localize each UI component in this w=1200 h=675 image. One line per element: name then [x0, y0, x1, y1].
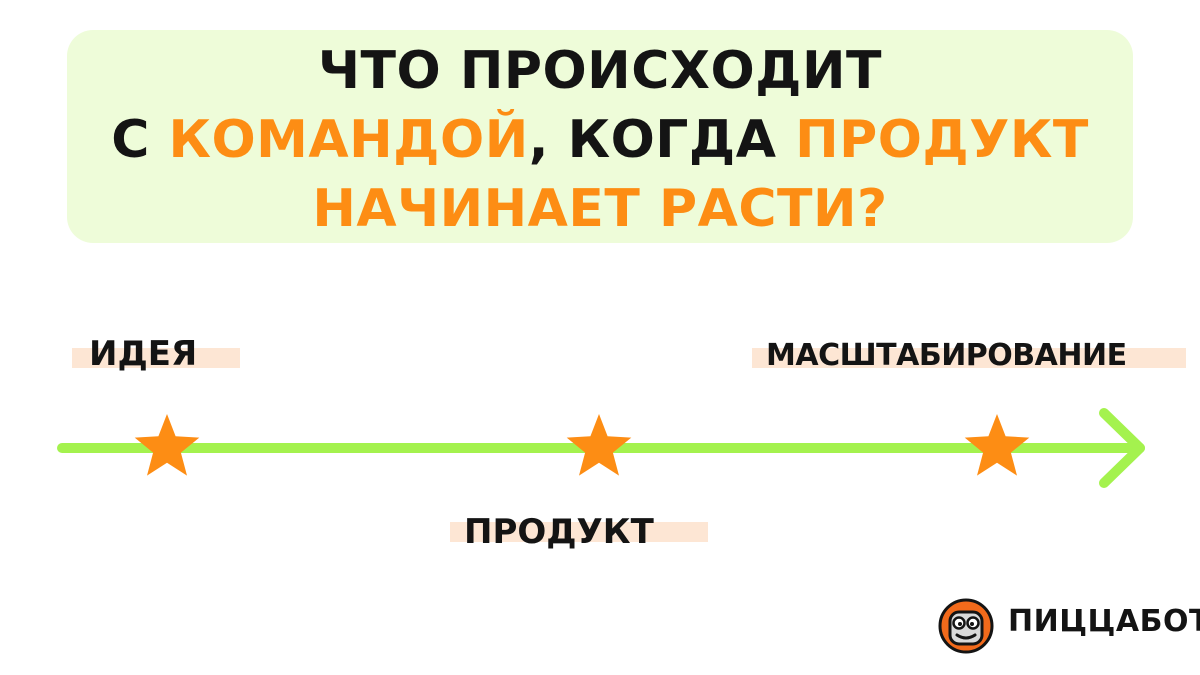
star-icon-product — [566, 414, 632, 476]
title-line-1: ЧТО ПРОИСХОДИТ — [318, 41, 882, 101]
title-accent-team: КОМАНДОЙ — [168, 110, 529, 170]
title-line-3: НАЧИНАЕТ РАСТИ? — [312, 179, 888, 239]
title-text-middle: , КОГДА — [528, 110, 796, 170]
star-icon-idea — [134, 414, 200, 476]
stage-label-product: ПРОДУКТ — [464, 512, 654, 552]
timeline-arrowhead-icon — [1099, 408, 1145, 488]
title-panel — [67, 30, 1133, 243]
star-icon-scale — [964, 414, 1030, 476]
title-accent-product: ПРОДУКТ — [795, 110, 1089, 170]
label-highlight-product — [450, 522, 708, 542]
title-text-prefix: С — [111, 110, 169, 170]
stage-label-idea: ИДЕЯ — [89, 334, 198, 374]
label-highlight-scale — [752, 348, 1186, 368]
page-title: ЧТО ПРОИСХОДИТ С КОМАНДОЙ, КОГДА ПРОДУКТ… — [67, 37, 1133, 244]
brand-name: ПИЦЦАБОТ — [1008, 604, 1200, 639]
label-highlight-idea — [72, 348, 240, 368]
title-line-2: С КОМАНДОЙ, КОГДА ПРОДУКТ — [67, 106, 1133, 175]
stage-label-scale: МАСШТАБИРОВАНИЕ — [766, 338, 1127, 373]
robot-face-icon — [938, 598, 994, 654]
